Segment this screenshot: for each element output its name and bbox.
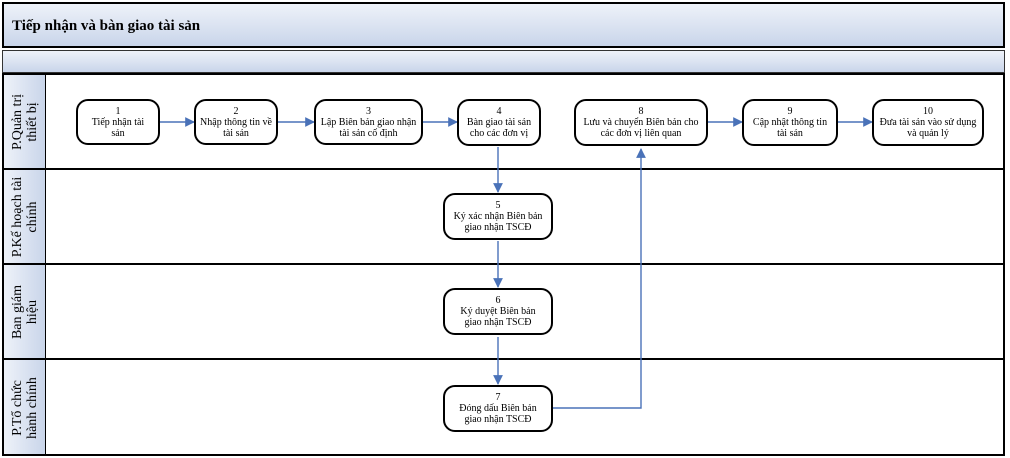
lane-header-khtc: P.Kế hoạch tài chính <box>2 169 46 264</box>
process-step-8: 8 Lưu và chuyển Biên bản cho các đơn vị … <box>574 99 708 146</box>
process-step-10: 10 Đưa tài sản vào sử dụng và quản lý <box>872 99 984 146</box>
step-text: Ký duyệt Biên bản giao nhận TSCĐ <box>460 306 536 328</box>
lane-separator <box>2 73 1005 75</box>
lane-header-tchc: P.Tổ chức hành chính <box>2 359 46 456</box>
step-number: 3 <box>366 105 371 117</box>
process-step-1: 1 Tiếp nhận tài sản <box>76 99 160 145</box>
step-text: Đóng dấu Biên bản giao nhận TSCĐ <box>459 403 537 425</box>
step-number: 4 <box>496 106 502 117</box>
step-text: Ký xác nhận Biên bản giao nhận TSCĐ <box>453 211 543 233</box>
step-text: Cập nhật thông tin tài sản <box>752 117 828 139</box>
step-number: 7 <box>495 392 501 403</box>
step-number: 2 <box>233 105 239 117</box>
step-text: Lưu và chuyển Biên bản cho các đơn vị li… <box>583 117 699 139</box>
step-text: Tiếp nhận tài sản <box>91 116 145 139</box>
connector-7-8 <box>552 148 646 409</box>
step-text: Lập Biên bản giao nhận tài sản cố định <box>320 116 417 139</box>
step-number: 8 <box>638 106 644 117</box>
step-number: 1 <box>115 105 121 117</box>
lane-separator <box>2 168 1005 170</box>
step-text: Nhập thông tin về tài sản <box>200 116 272 139</box>
lane-header-qttb: P.Quản trị thiết bị <box>2 74 46 169</box>
lane-separator <box>2 358 1005 360</box>
step-number: 5 <box>495 200 501 211</box>
step-number: 9 <box>787 106 793 117</box>
step-number: 10 <box>923 106 933 117</box>
lane-separator <box>2 263 1005 265</box>
lane-header-bgh: Ban giám hiệu <box>2 264 46 359</box>
process-step-6: 6 Ký duyệt Biên bản giao nhận TSCĐ <box>443 288 553 335</box>
process-step-5: 5 Ký xác nhận Biên bản giao nhận TSCĐ <box>443 193 553 240</box>
process-step-4: 4 Bàn giao tài sản cho các đơn vị <box>457 99 541 146</box>
process-step-7: 7 Đóng dấu Biên bản giao nhận TSCĐ <box>443 385 553 432</box>
step-number: 6 <box>495 295 501 306</box>
step-text: Đưa tài sản vào sử dụng và quản lý <box>879 117 977 139</box>
process-step-2: 2 Nhập thông tin về tài sản <box>194 99 278 145</box>
diagram-title: Tiếp nhận và bàn giao tài sản <box>12 18 201 34</box>
step-text: Bàn giao tài sản cho các đơn vị <box>466 117 532 139</box>
diagram-subheader-bar <box>2 50 1005 73</box>
diagram-bottom-border <box>2 454 1005 456</box>
diagram-title-bar: Tiếp nhận và bàn giao tài sản <box>2 2 1005 48</box>
process-step-3: 3 Lập Biên bản giao nhận tài sản cố định <box>314 99 423 145</box>
process-step-9: 9 Cập nhật thông tin tài sản <box>742 99 838 146</box>
